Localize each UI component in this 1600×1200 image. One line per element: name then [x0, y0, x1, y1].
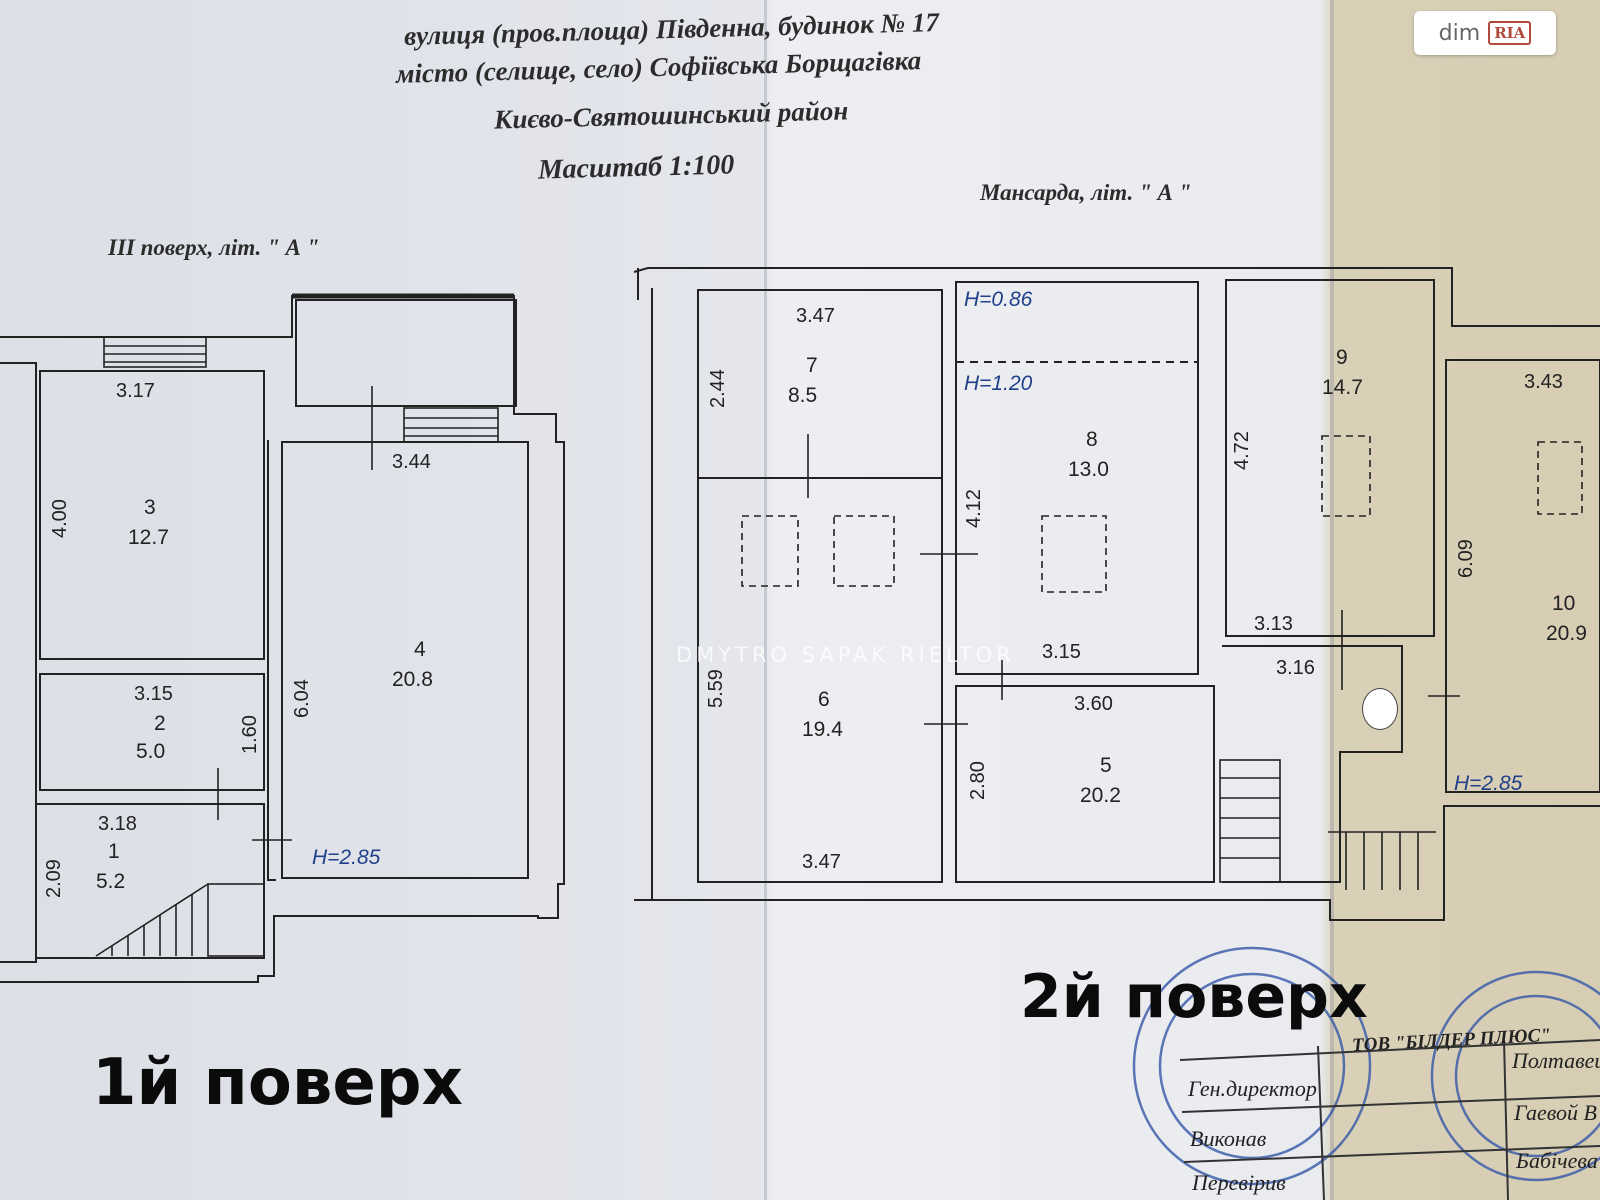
- stair-top: [103, 336, 207, 368]
- room-8-area: 13.0: [1068, 458, 1109, 481]
- left-partition: [267, 440, 276, 881]
- room-1-outline: [35, 803, 265, 959]
- second-floor-label: 2й поверх: [1020, 962, 1368, 1032]
- dim-room3-top: 3.17: [116, 380, 155, 402]
- room-8-outline: [955, 281, 1199, 675]
- room-6-number: 6: [818, 688, 830, 711]
- stamp-seals: [1132, 946, 1600, 1186]
- dim-room6-bottom: 3.47: [802, 851, 841, 873]
- dim-room7-side: 2.44: [707, 369, 729, 408]
- room-5-number: 5: [1100, 754, 1112, 777]
- room-10-area: 20.9: [1546, 622, 1587, 645]
- room-6-area: 19.4: [802, 718, 843, 741]
- left-inner-wall: [0, 362, 37, 963]
- right-left-wall: [634, 268, 653, 901]
- stamp-seal-right: [1430, 970, 1600, 1182]
- stamp-name-2: Гаевой В: [1514, 1100, 1597, 1125]
- watermark-text: DMYTRO SAPAK RIELTOR: [676, 643, 1015, 667]
- height-mansard-mid: H=1.20: [964, 372, 1033, 395]
- dim-room1-side: 2.09: [43, 859, 65, 898]
- room-9-outline: [1225, 279, 1435, 637]
- dim-room8-bottom: 3.15: [1042, 641, 1081, 663]
- stamp-row-director: Ген.директор: [1188, 1076, 1317, 1101]
- room-3-outline: [39, 370, 265, 660]
- plan-right: [633, 267, 1600, 921]
- plan-right-labels: 3.47 2.44 4.12 3.15 5.59 3.60 2.80 3.47 …: [705, 288, 1587, 873]
- room-8-number: 8: [1086, 428, 1098, 451]
- corridor-outline: [1222, 645, 1403, 883]
- room-10-number: 10: [1552, 592, 1575, 615]
- plan-left-title: III поверх, літ. " А ": [108, 235, 320, 260]
- dim-room6-side: 5.59: [705, 669, 727, 708]
- stamp-table: [1179, 1039, 1600, 1200]
- right-outer-wall: [633, 267, 1600, 921]
- room-2-outline: [39, 673, 265, 791]
- dim-room2-side: 1.60: [239, 715, 261, 754]
- height-mansard-low: H=0.86: [964, 288, 1033, 311]
- dim-corridor: 3.16: [1276, 657, 1315, 679]
- skylights: [741, 435, 1583, 593]
- dim-room10-top: 3.43: [1524, 371, 1563, 393]
- dim-room5-side: 2.80: [967, 761, 989, 800]
- dim-room4-side: 6.04: [291, 679, 313, 718]
- dim-room2-top: 3.15: [134, 683, 173, 705]
- stamp-name-3: Бабічева: [1516, 1148, 1598, 1173]
- room-4-area: 20.8: [392, 668, 433, 691]
- stamp-block: ТОВ "БІЛДЕР ПЛЮС" Ген.директор Виконав П…: [1182, 1025, 1600, 1200]
- paper-fold: [764, 0, 767, 1200]
- dimria-logo[interactable]: dim RIA: [1414, 11, 1556, 55]
- room-3-number: 3: [144, 496, 156, 519]
- stamp-row-executed: Виконав: [1190, 1126, 1267, 1151]
- stair-balcony: [403, 407, 499, 443]
- room-2-number: 2: [154, 712, 166, 735]
- room-10-outline: [1445, 359, 1600, 793]
- dim-room5-top: 3.60: [1074, 693, 1113, 715]
- plan-left: [0, 293, 565, 983]
- plan-right-title: Мансарда, літ. " А ": [980, 180, 1192, 205]
- paper-edge: [1330, 0, 1334, 1200]
- dim-room9-bottom: 3.13: [1254, 613, 1293, 635]
- dimria-logo-word: dim: [1438, 20, 1481, 46]
- dim-room1-top: 3.18: [98, 813, 137, 835]
- room-7-number: 7: [806, 354, 818, 377]
- room-6-outline: [697, 477, 943, 883]
- dim-room4-top: 3.44: [392, 451, 431, 473]
- room-5-outline: [955, 685, 1215, 883]
- location-marker: [1362, 688, 1398, 730]
- room-1-area: 5.2: [96, 870, 125, 893]
- room-5-area: 20.2: [1080, 784, 1121, 807]
- room-3-area: 12.7: [128, 526, 169, 549]
- dim-room9-side: 4.72: [1231, 431, 1253, 470]
- room-9-area: 14.7: [1322, 376, 1363, 399]
- room-4-outline: [281, 441, 529, 879]
- plan-left-labels: 3.17 4.00 3.44 6.04 3.15 1.60 3.18 2.09 …: [43, 380, 433, 898]
- room-4-number: 4: [414, 638, 426, 661]
- door-ticks: [807, 434, 1460, 725]
- dimria-logo-mark: RIA: [1488, 21, 1532, 45]
- room-9-number: 9: [1336, 346, 1348, 369]
- room-2-area: 5.0: [136, 740, 165, 763]
- balcony: [295, 299, 517, 407]
- dim-room8-side: 4.12: [963, 489, 985, 528]
- stamp-seal-left: [1132, 946, 1372, 1186]
- height-left: H=2.85: [312, 846, 381, 869]
- stair-right: [1219, 759, 1436, 890]
- stair-bottom: [95, 883, 265, 957]
- dim-room10-side: 6.09: [1455, 539, 1477, 578]
- dim-room3-side: 4.00: [49, 499, 71, 538]
- stamp-name-1: Полтавец: [1512, 1048, 1600, 1073]
- room-1-number: 1: [108, 840, 120, 863]
- dim-room7-top: 3.47: [796, 305, 835, 327]
- first-floor-label: 1й поверх: [92, 1046, 463, 1120]
- room-7-area: 8.5: [788, 384, 817, 407]
- height-mansard-full: H=2.85: [1454, 772, 1523, 795]
- stamp-row-checked: Перевірив: [1192, 1170, 1286, 1195]
